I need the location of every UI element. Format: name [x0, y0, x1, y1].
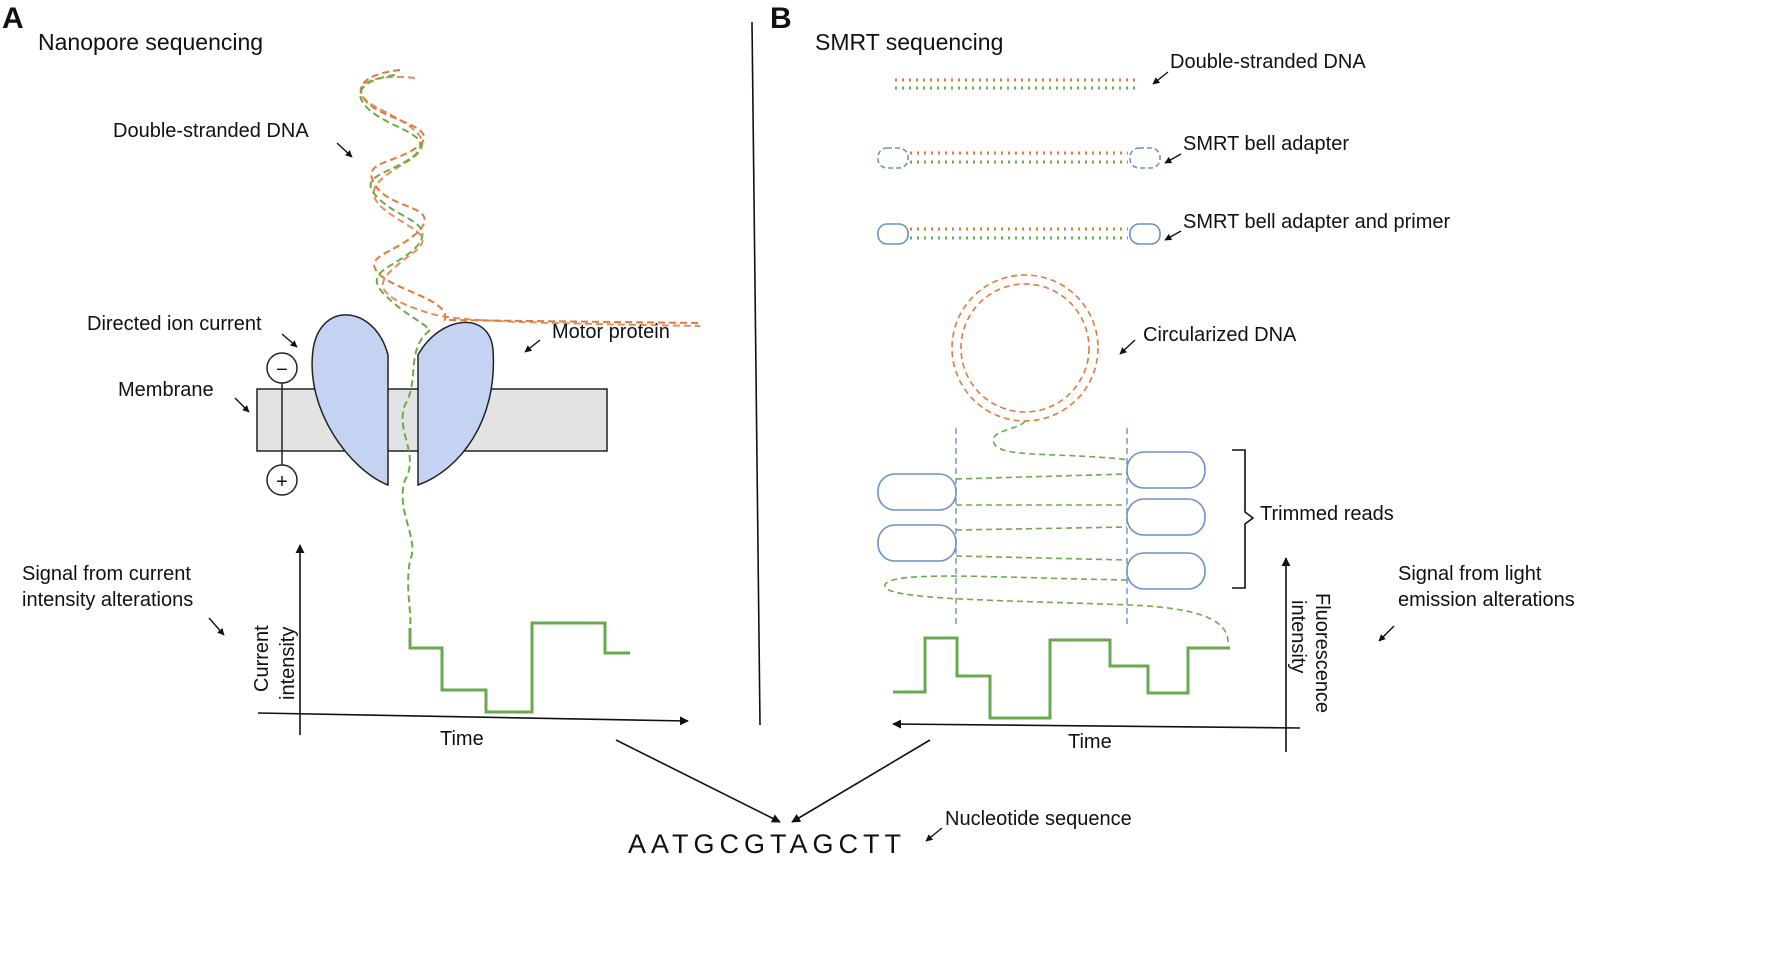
dna-helix [359, 69, 701, 331]
b-x-axis-label: Time [1068, 731, 1112, 753]
panel-a-letter: A [2, 2, 24, 35]
adapter-right-solid [1129, 223, 1161, 245]
read-adapter-right-3 [1126, 552, 1206, 590]
panel-b-letter: B [770, 2, 792, 35]
adapter-right-dashed [1129, 147, 1161, 169]
b-strand-descending [992, 420, 1131, 461]
read-adapter-right-2 [1126, 498, 1206, 536]
arrow-circularized-dna [1119, 339, 1136, 355]
trimmed-reads-bracket [1232, 449, 1255, 589]
protein-pore-left [311, 314, 389, 487]
label-smrt-bell-primer: SMRT bell adapter and primer [1183, 211, 1451, 233]
minus-sign: − [276, 359, 288, 381]
read-adapter-right-1 [1126, 451, 1206, 489]
label-a-dsdna: Double-stranded DNA [113, 120, 309, 142]
label-membrane: Membrane [118, 379, 214, 401]
adapter-left-dashed [877, 147, 909, 169]
panel-b: B SMRT sequencing Double-stranded DNA SM… [770, 2, 1575, 753]
label-a-signal-line1: Signal from current [22, 563, 191, 585]
arrow-b-dsdna [1152, 71, 1169, 85]
read-strands [884, 473, 1229, 646]
arrow-nucleotide-sequence [925, 827, 943, 842]
arrow-a-to-sequence [615, 739, 781, 823]
b-x-axis [892, 719, 1301, 729]
arrow-smrt-bell-adapter [1164, 153, 1182, 164]
b-y-axis-label-line1: Fluorescence [1311, 593, 1333, 713]
read-adapter-left-2 [877, 524, 957, 562]
arrow-motor-protein [524, 339, 541, 353]
arrow-a-signal [208, 617, 225, 636]
read-strand-1 [955, 473, 1128, 480]
arrow-a-dsdna [336, 142, 353, 158]
label-smrt-bell-adapter: SMRT bell adapter [1183, 133, 1349, 155]
dna-single-strand [401, 329, 431, 631]
panel-a-title: Nanopore sequencing [38, 29, 263, 55]
label-nucleotide-sequence: Nucleotide sequence [945, 808, 1132, 830]
arrow-b-to-sequence [791, 739, 931, 823]
read-strand-tail [884, 575, 1229, 646]
plus-electrode [266, 464, 298, 496]
panel-divider [751, 21, 761, 726]
read-strand-3 [955, 526, 1128, 531]
fluorescence-signal-trace [893, 636, 1230, 720]
circular-dna-outer [951, 274, 1099, 422]
label-b-dsdna: Double-stranded DNA [1170, 51, 1366, 73]
a-y-axis-label-line1: Current [251, 625, 273, 692]
label-trimmed-reads: Trimmed reads [1260, 503, 1394, 525]
a-y-axis-label-line2: intensity [277, 627, 299, 700]
label-circularized-dna: Circularized DNA [1143, 324, 1297, 346]
plus-sign: + [276, 471, 288, 493]
arrow-smrt-bell-primer [1164, 230, 1182, 241]
a-x-axis [257, 712, 689, 726]
arrow-ion-current [281, 333, 298, 348]
label-motor-protein: Motor protein [552, 321, 670, 343]
dna-strand-orange-2 [359, 75, 701, 327]
current-signal-trace [408, 621, 630, 714]
read-strand-4 [955, 555, 1128, 561]
label-b-signal-line2: emission alterations [1398, 589, 1575, 611]
read-adapter-left-1 [877, 473, 957, 511]
adapter-left-solid [877, 223, 909, 245]
output: AATGCGTAGCTT Nucleotide sequence [615, 739, 1132, 859]
protein-pore-right [417, 321, 495, 487]
circular-dna-inner [960, 283, 1090, 413]
arrow-b-signal [1378, 625, 1395, 642]
panel-a: A Nanopore sequencing − + Double-strande… [2, 2, 701, 750]
dna-strand-orange [360, 69, 701, 324]
panel-b-title: SMRT sequencing [815, 29, 1003, 55]
nucleotide-sequence: AATGCGTAGCTT [628, 829, 906, 859]
label-a-signal-line2: intensity alterations [22, 589, 193, 611]
label-b-signal-line1: Signal from light [1398, 563, 1542, 585]
arrow-membrane [234, 397, 250, 413]
label-directed-ion-current: Directed ion current [87, 313, 262, 335]
dna-strand-green [359, 74, 431, 331]
b-y-axis-label-line2: intensity [1287, 600, 1309, 673]
a-x-axis-label: Time [440, 728, 484, 750]
